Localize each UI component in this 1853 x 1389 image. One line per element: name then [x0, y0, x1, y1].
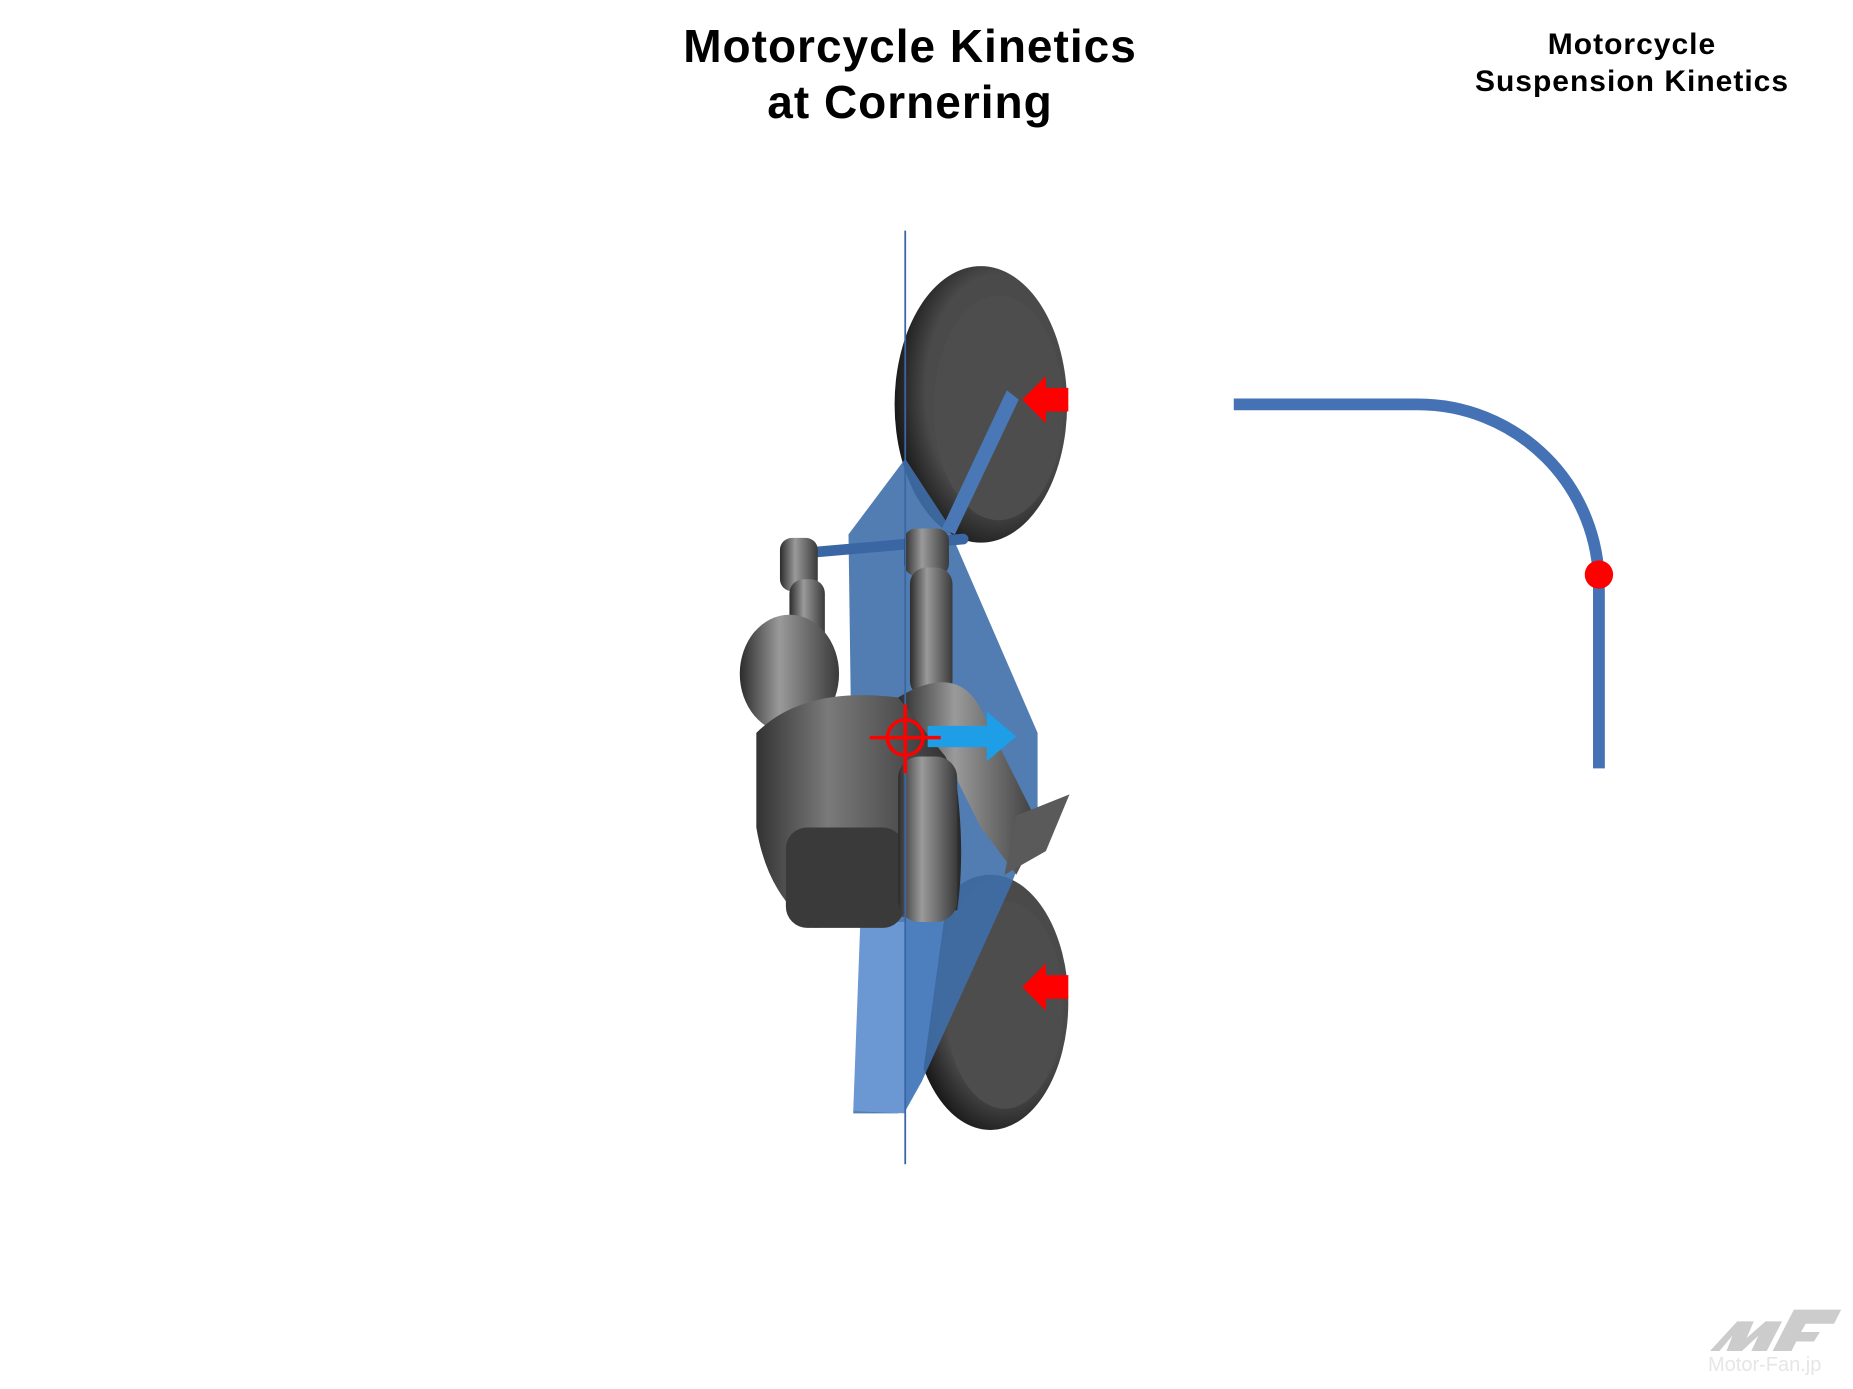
center-of-gravity-icon: [869, 704, 941, 774]
main-title: Motorcycle Kinetics at Cornering: [560, 18, 1260, 130]
side-title-line-2: Suspension Kinetics: [1474, 65, 1790, 98]
path-position-marker: [1584, 560, 1614, 589]
rider-figure: [739, 528, 1070, 928]
watermark-text: Motor-Fan.jp: [1708, 1354, 1822, 1376]
main-title-line-2: at Cornering: [767, 76, 1053, 128]
corner-path: [1233, 398, 1605, 769]
rear-tire-force-arrow: [1022, 963, 1069, 1011]
side-title: Motorcycle Suspension Kinetics: [1432, 26, 1832, 100]
centrifugal-force-arrow: [927, 711, 1017, 762]
front-tire-force-arrow: [1022, 376, 1069, 424]
main-title-line-1: Motorcycle Kinetics: [683, 20, 1137, 72]
side-title-line-1: Motorcycle: [1547, 28, 1717, 61]
motor-fan-logo: [1710, 1309, 1842, 1351]
